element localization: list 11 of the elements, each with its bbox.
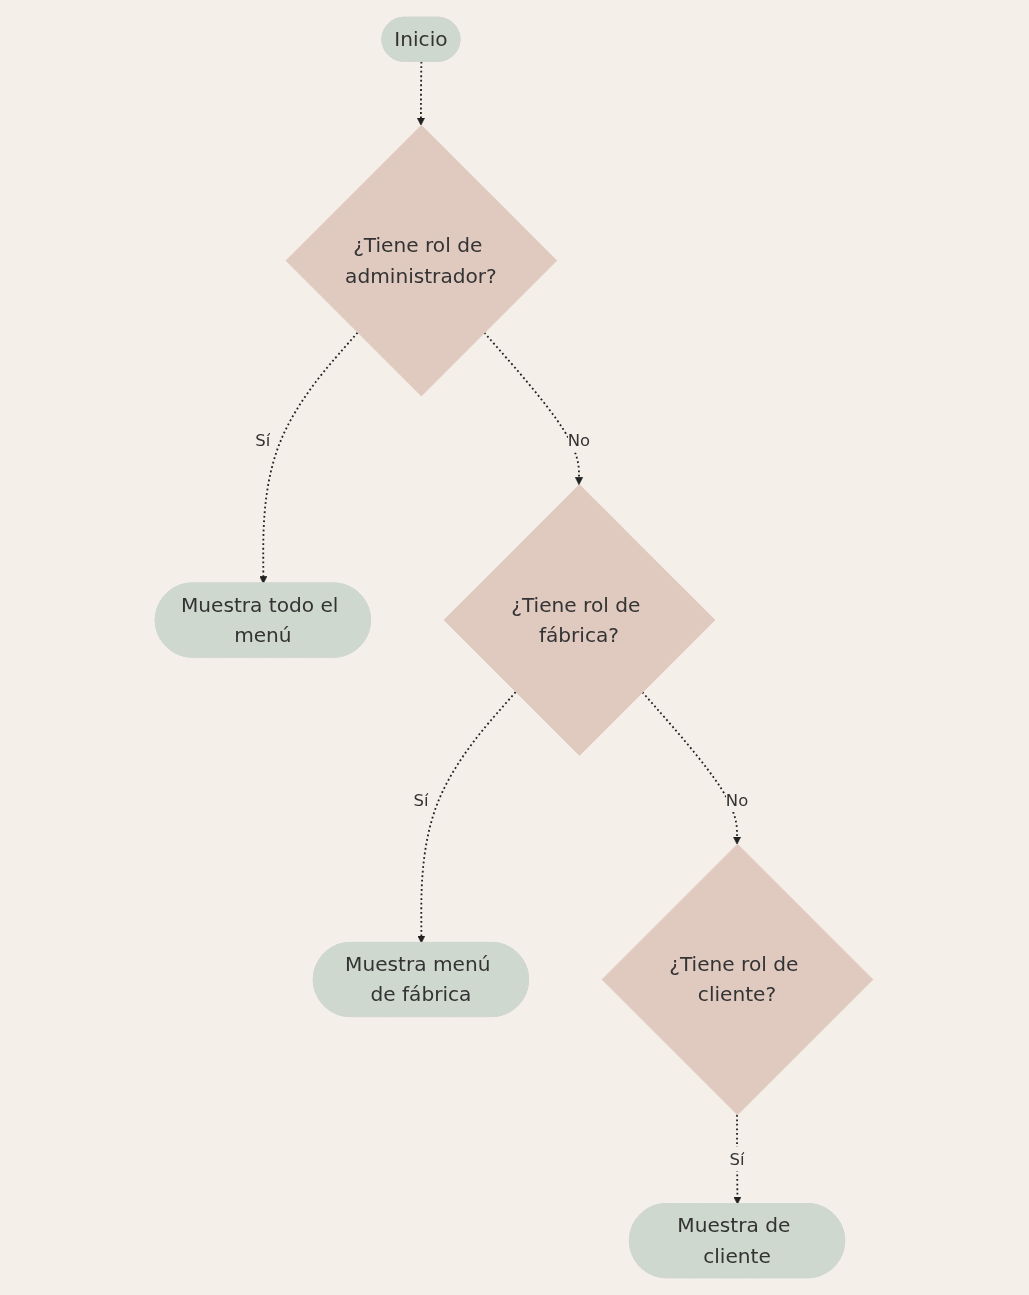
arrow bbox=[417, 60, 426, 126]
node-diamond: ¿Tiene rol de administrador? bbox=[285, 124, 558, 397]
node-diamond: ¿Tiene rol de fábrica? bbox=[444, 484, 716, 756]
edge-label: Sí bbox=[729, 1149, 745, 1169]
arrow bbox=[259, 331, 359, 584]
edge-label: Sí bbox=[255, 430, 271, 450]
edge-label: No bbox=[568, 430, 591, 450]
edge-label: Sí bbox=[413, 790, 429, 810]
edge-label: No bbox=[726, 790, 749, 810]
arrow bbox=[417, 691, 517, 944]
node-diamond: ¿Tiene rol de cliente? bbox=[602, 843, 874, 1116]
